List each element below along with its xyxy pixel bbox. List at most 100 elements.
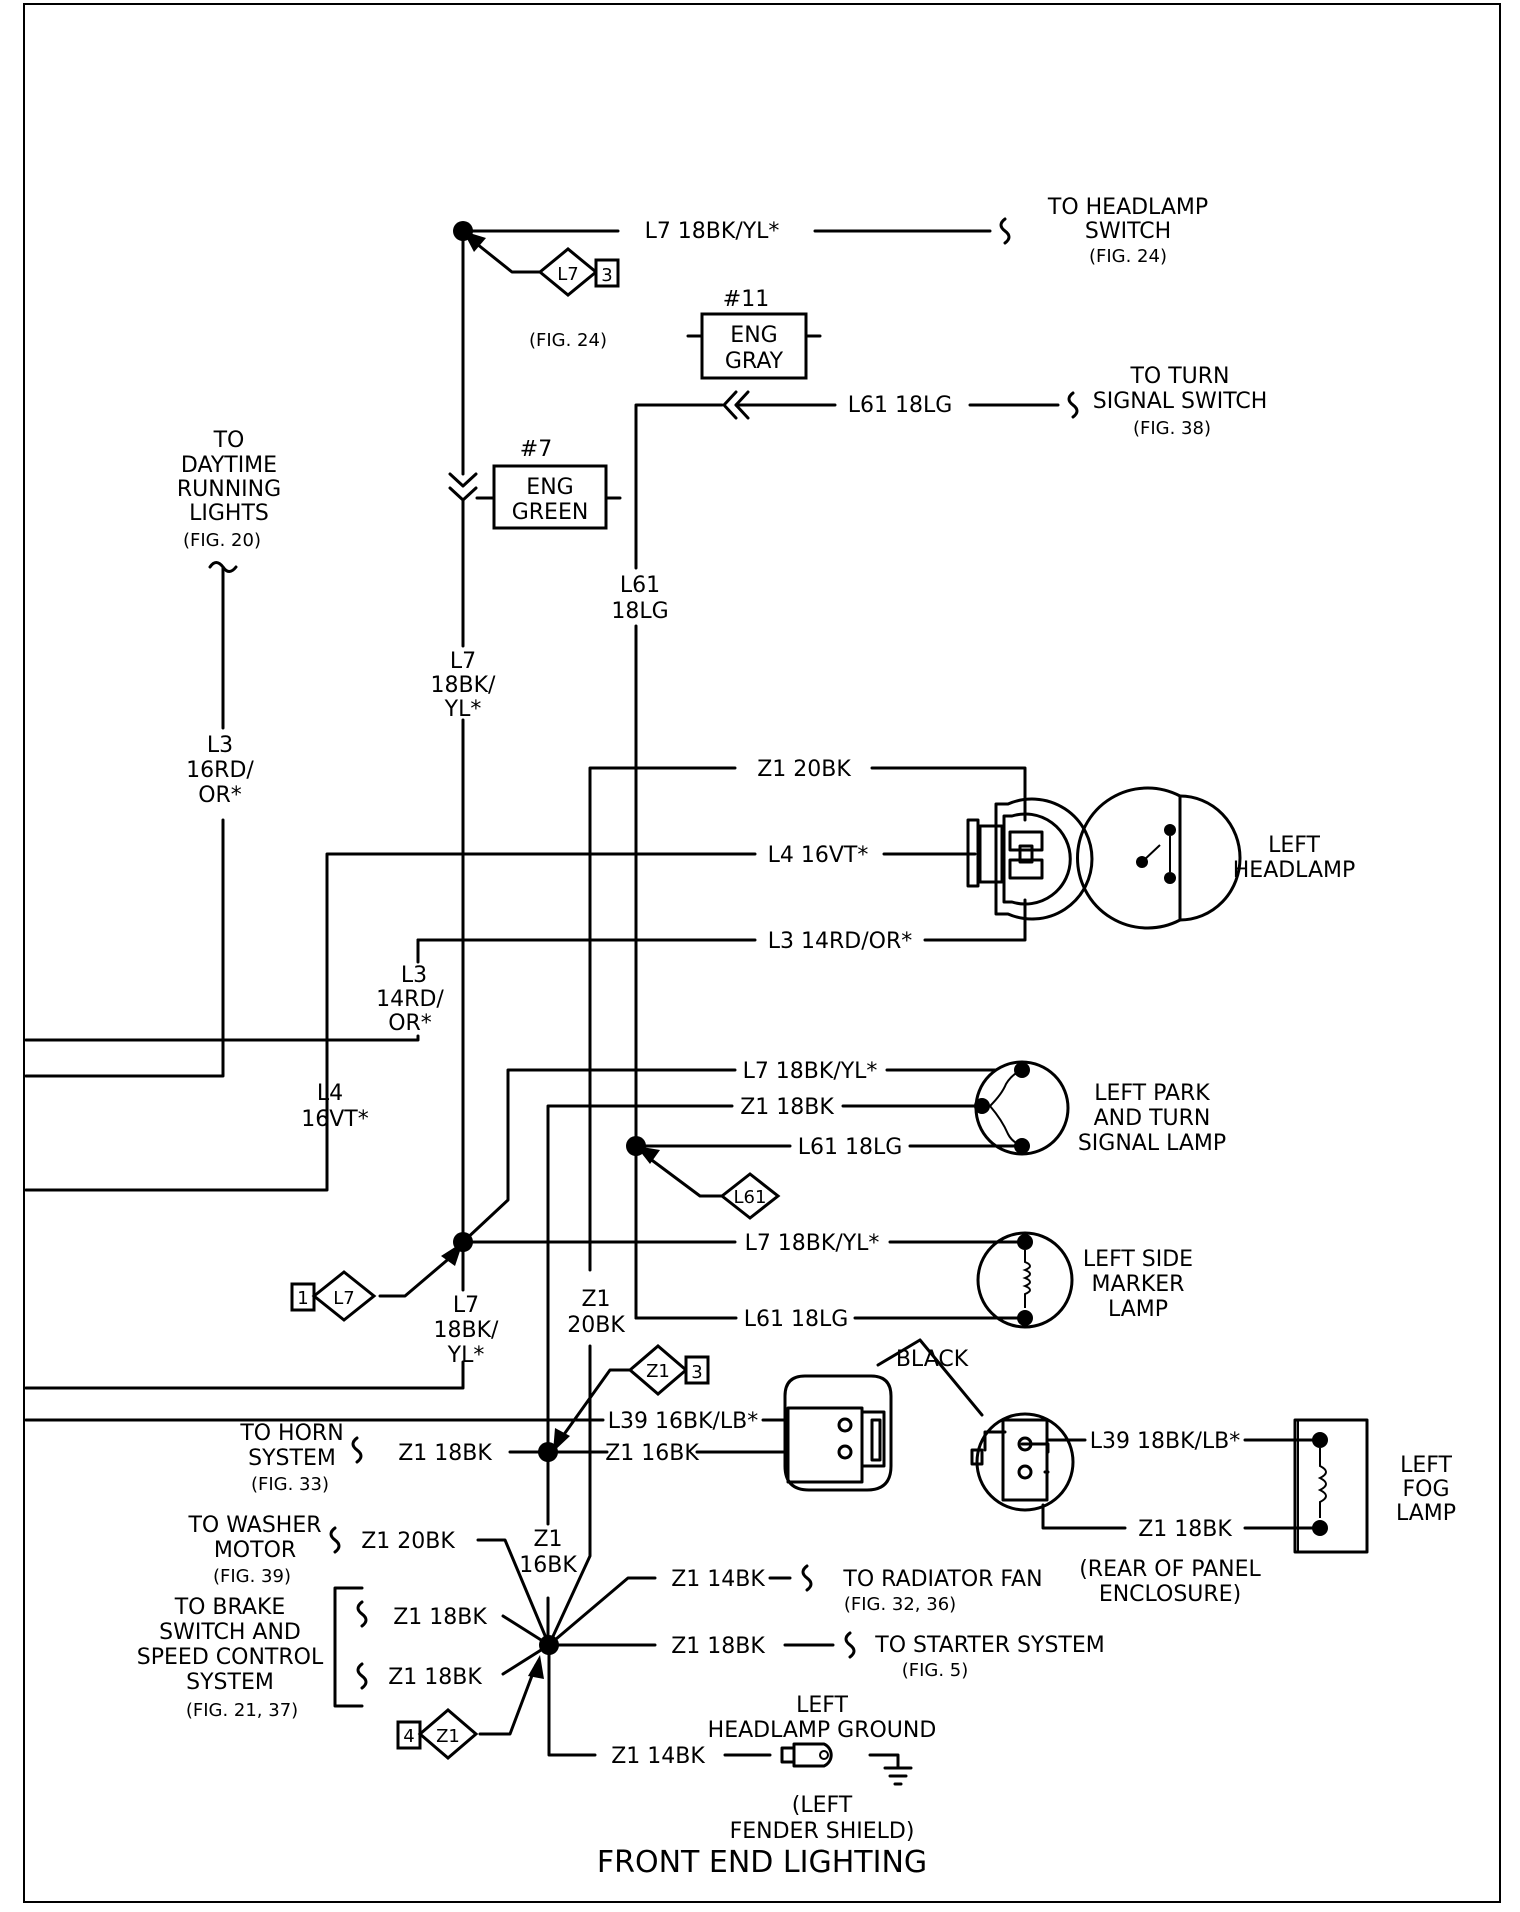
ref-l7-top-circuit: L7 <box>557 264 578 285</box>
label-fog-3: LAMP <box>1396 1501 1456 1526</box>
left-fog-lamp <box>1293 1418 1369 1554</box>
wire-l61-park: L61 18LG <box>798 1135 903 1160</box>
ref-l7-bottom: 1 L7 <box>290 1270 377 1322</box>
page-border <box>23 3 1501 1903</box>
title: FRONT END LIGHTING <box>597 1845 927 1880</box>
wire-l7-v-upper-3: YL* <box>444 697 482 722</box>
label-side-2: MARKER <box>1092 1272 1185 1297</box>
wire-l3-v-upper-3: OR* <box>198 783 242 808</box>
wire-l4-16vt: L4 16VT* <box>768 843 869 868</box>
dest-headlamp-switch-2: SWITCH <box>1085 219 1171 244</box>
ref-l61: L61 <box>719 1172 781 1220</box>
dest-radiator-1: TO RADIATOR FAN <box>842 1567 1042 1592</box>
label-fender-2: FENDER SHIELD) <box>730 1819 915 1844</box>
wire-l3-v-lower-2: 14RD/ <box>376 987 444 1012</box>
eng-green-connector: #7 ENG GREEN <box>492 437 608 530</box>
fog-connector-left <box>783 1374 893 1492</box>
ref-l7-bottom-num: 1 <box>297 1288 308 1309</box>
wire-l4-v-1: L4 <box>317 1081 343 1106</box>
wire-l3-v-lower-1: L3 <box>401 963 427 988</box>
dest-washer-1: TO WASHER <box>187 1513 321 1538</box>
label-fog-1: LEFT <box>1400 1453 1452 1478</box>
eng-gray-line-2: GRAY <box>725 349 784 374</box>
wire-l3-14rd: L3 14RD/OR* <box>768 929 912 954</box>
ref-l7-top-num: 3 <box>601 265 612 286</box>
wire-l61-v-2: 18LG <box>611 599 668 624</box>
wire-z1-20bk: Z1 20BK <box>757 757 851 782</box>
ref-z1-bottom: 4 Z1 <box>396 1708 479 1760</box>
label-park-3: SIGNAL LAMP <box>1078 1131 1226 1156</box>
wire-l39-fog: L39 18BK/LB* <box>1090 1429 1241 1454</box>
ref-z1-top-circuit: Z1 <box>646 1361 670 1382</box>
dest-drl-4: LIGHTS <box>189 501 269 526</box>
dest-headlamp-switch-3: (FIG. 24) <box>1089 246 1167 267</box>
ref-l61-circuit: L61 <box>734 1187 767 1208</box>
labels: FRONT END LIGHTING TO HEADLAMP SWITCH (F… <box>137 195 1456 1880</box>
label-side-1: LEFT SIDE <box>1083 1247 1193 1272</box>
wire-l4-v-2: 16VT* <box>301 1107 368 1132</box>
eng-green-line-1: ENG <box>526 475 573 500</box>
dest-radiator-2: (FIG. 32, 36) <box>844 1594 956 1615</box>
dest-drl-3: RUNNING <box>177 477 281 502</box>
wire-z1-fog: Z1 18BK <box>1138 1517 1232 1542</box>
label-hl-ground-2: HEADLAMP GROUND <box>708 1718 937 1743</box>
dest-washer-2: MOTOR <box>214 1538 296 1563</box>
label-fender-1: (LEFT <box>792 1793 853 1818</box>
wire-z1-brake-2: Z1 18BK <box>388 1665 482 1690</box>
wire-z1-v-20bk-2: 20BK <box>567 1313 625 1338</box>
dest-turn-signal-3: (FIG. 38) <box>1133 418 1211 439</box>
ref-z1-top: Z1 3 <box>627 1344 710 1396</box>
wire-l7-side: L7 18BK/YL* <box>745 1231 880 1256</box>
eng-green-id: #7 <box>520 437 552 462</box>
wire-l7-v-lower-2: 18BK/ <box>434 1318 500 1343</box>
ref-l7-bottom-circuit: L7 <box>333 1288 354 1309</box>
wire-z1-v-16bk-2: 16BK <box>519 1553 577 1578</box>
wire-z1-16bk: Z1 16BK <box>605 1441 699 1466</box>
dest-drl-5: (FIG. 20) <box>183 530 261 551</box>
ref-z1-bottom-circuit: Z1 <box>436 1726 460 1747</box>
dest-brake-3: SPEED CONTROL <box>137 1645 324 1670</box>
wire-l61-side: L61 18LG <box>744 1307 849 1332</box>
wire-l7-v-lower-3: YL* <box>447 1343 485 1368</box>
dest-turn-signal-2: SIGNAL SWITCH <box>1093 389 1268 414</box>
wire-l7-v-upper-1: L7 <box>450 649 476 674</box>
ref-l7-top: L7 3 (FIG. 24) <box>529 247 620 351</box>
eng-gray-connector: #11 ENG GRAY <box>700 287 808 380</box>
dest-brake-4: SYSTEM <box>186 1670 274 1695</box>
ref-l7-top-fig: (FIG. 24) <box>529 330 607 351</box>
wire-l3-v-upper-2: 16RD/ <box>186 758 254 783</box>
wire-z1-ground: Z1 14BK <box>611 1744 705 1769</box>
wire-z1-brake-1: Z1 18BK <box>393 1605 487 1630</box>
left-park-lamp <box>974 1060 1070 1156</box>
wire-l61-top: L61 18LG <box>848 393 953 418</box>
dest-horn-1: TO HORN <box>239 1421 343 1446</box>
fog-connector-right <box>970 1412 1075 1512</box>
dest-horn-3: (FIG. 33) <box>251 1474 329 1495</box>
wires <box>24 217 1322 1786</box>
wire-l7-v-lower-1: L7 <box>453 1293 479 1318</box>
wire-l3-v-lower-3: OR* <box>388 1011 432 1036</box>
left-side-marker-lamp <box>976 1231 1074 1329</box>
dest-drl-2: DAYTIME <box>181 453 277 478</box>
eng-gray-id: #11 <box>723 287 769 312</box>
wire-l7-v-upper-2: 18BK/ <box>431 673 497 698</box>
ground-connector <box>780 1742 833 1768</box>
wire-l3-v-upper-1: L3 <box>207 733 233 758</box>
dest-brake-2: SWITCH AND <box>159 1620 301 1645</box>
headlamp-connector <box>966 797 1094 921</box>
dest-washer-3: (FIG. 39) <box>213 1566 291 1587</box>
wire-z1-washer: Z1 20BK <box>361 1529 455 1554</box>
wire-z1-park: Z1 18BK <box>740 1095 834 1120</box>
left-headlamp <box>1076 786 1242 930</box>
dest-horn-2: SYSTEM <box>248 1446 336 1471</box>
splice-dots <box>453 221 646 1655</box>
label-left-headlamp-1: LEFT <box>1268 833 1320 858</box>
label-fog-2: FOG <box>1402 1477 1449 1502</box>
label-park-2: AND TURN <box>1094 1106 1211 1131</box>
dest-brake-1: TO BRAKE <box>174 1595 286 1620</box>
wire-l7-park: L7 18BK/YL* <box>743 1059 878 1084</box>
ref-z1-bottom-num: 4 <box>403 1726 414 1747</box>
dest-starter-1: TO STARTER SYSTEM <box>874 1633 1105 1658</box>
wire-l61-v-1: L61 <box>620 573 660 598</box>
